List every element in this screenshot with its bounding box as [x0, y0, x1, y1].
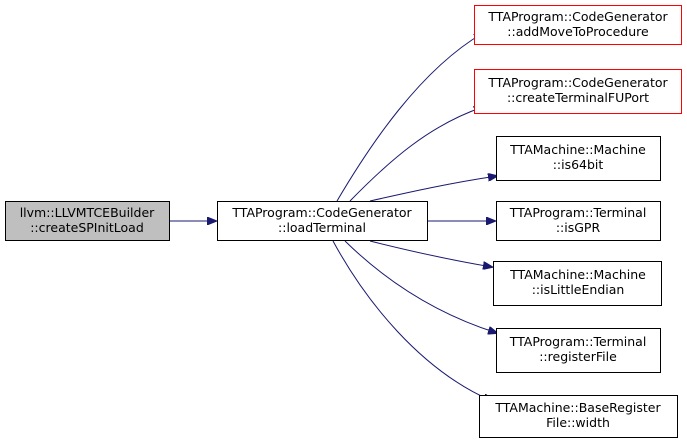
- node-label-line1: TTAProgram::Terminal: [509, 334, 647, 349]
- node-label-line2: ::createTerminalFUPort: [507, 90, 649, 105]
- node-is-little-endian[interactable]: TTAMachine::Machine ::isLittleEndian: [493, 261, 662, 306]
- node-label-line2: ::createSPInitLoad: [30, 220, 144, 235]
- edge-load-terminal-to-register-file: [344, 240, 497, 333]
- node-label-line2: ::registerFile: [539, 349, 617, 364]
- node-label-line2: ::loadTerminal: [278, 220, 366, 235]
- node-create-sp-init-load[interactable]: llvm::LLVMTCEBuilder ::createSPInitLoad: [5, 201, 170, 241]
- node-label-line1: TTAProgram::CodeGenerator: [231, 205, 412, 220]
- node-label-line1: TTAMachine::Machine: [509, 142, 646, 157]
- node-label-line1: TTAMachine::Machine: [509, 267, 646, 282]
- node-label-line2: ::isLittleEndian: [532, 282, 625, 297]
- edge-load-terminal-to-is-little-endian: [369, 240, 492, 267]
- node-label-line2: ::is64bit: [553, 157, 604, 172]
- node-is64bit[interactable]: TTAMachine::Machine ::is64bit: [496, 136, 661, 181]
- node-label-line2: ::addMoveToProcedure: [507, 24, 649, 39]
- edge-load-terminal-to-is64bit: [369, 176, 497, 202]
- node-add-move-to-procedure[interactable]: TTAProgram::CodeGenerator ::addMoveToPro…: [474, 5, 682, 45]
- node-base-register-file-width[interactable]: TTAMachine::BaseRegister File::width: [479, 395, 678, 438]
- node-label-line1: TTAProgram::CodeGenerator: [487, 9, 668, 24]
- edge-load-terminal-to-width: [332, 240, 492, 401]
- node-register-file[interactable]: TTAProgram::Terminal ::registerFile: [496, 328, 661, 373]
- edge-load-terminal-to-add-move: [336, 33, 483, 202]
- edge-load-terminal-to-create-terminal: [349, 107, 483, 202]
- node-label-line2: File::width: [546, 415, 610, 430]
- node-label-line1: TTAProgram::Terminal: [509, 205, 647, 220]
- node-load-terminal[interactable]: TTAProgram::CodeGenerator ::loadTerminal: [217, 201, 428, 241]
- node-is-gpr[interactable]: TTAProgram::Terminal ::isGPR: [496, 201, 661, 241]
- node-label-line1: TTAMachine::BaseRegister: [494, 400, 661, 415]
- node-label-line1: TTAProgram::CodeGenerator: [487, 75, 668, 90]
- node-create-terminal-fu-port[interactable]: TTAProgram::CodeGenerator ::createTermin…: [474, 69, 682, 114]
- edges: [169, 33, 497, 401]
- node-label-line2: ::isGPR: [556, 220, 601, 235]
- node-label-line1: llvm::LLVMTCEBuilder: [20, 205, 155, 220]
